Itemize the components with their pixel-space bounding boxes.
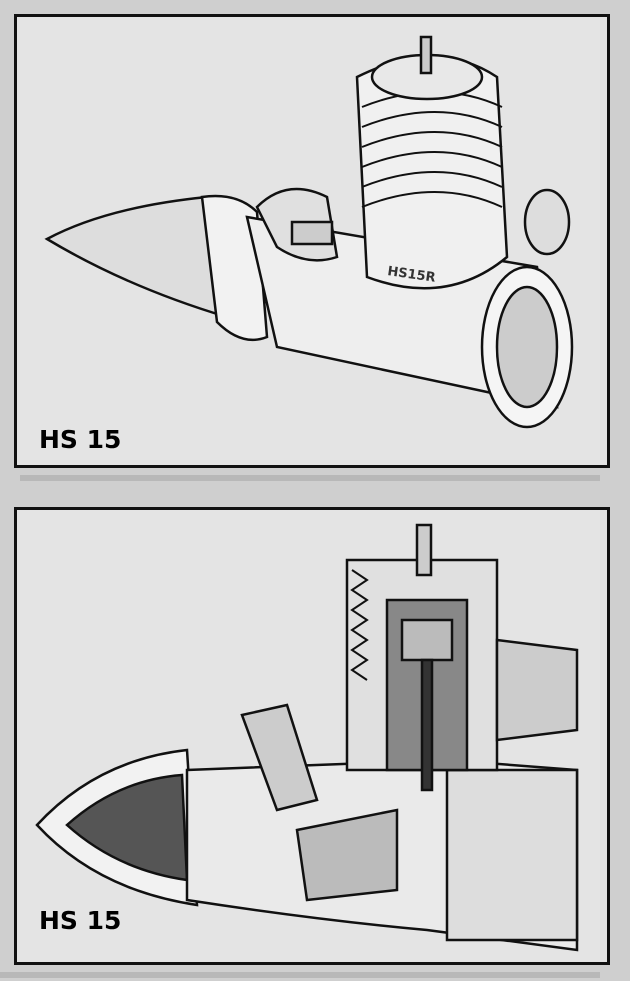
figure-label: HS 15 xyxy=(39,906,122,935)
engine-exterior-illustration: HS15R xyxy=(44,35,574,429)
figure-exterior-view: HS15R HS 15 xyxy=(14,14,610,468)
engine-cutaway-illustration xyxy=(35,523,579,952)
figure-cutaway-view: HS 15 xyxy=(14,507,610,965)
engine-engraving: HS15R xyxy=(386,264,436,286)
figure-label: HS 15 xyxy=(39,425,122,454)
